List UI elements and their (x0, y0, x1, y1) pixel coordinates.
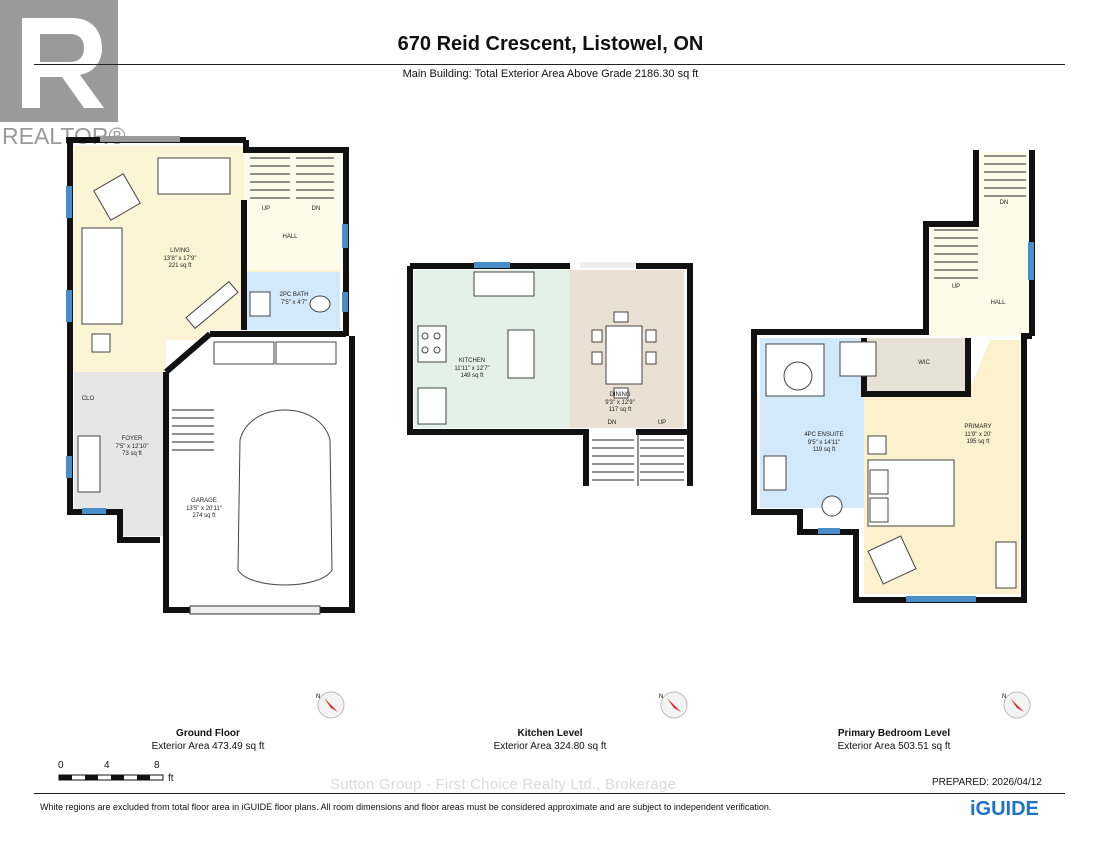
ground-floor-plan (66, 136, 355, 615)
level-name-ground: Ground Floor (176, 728, 240, 739)
stair-label-dn: DN (311, 206, 321, 212)
room-label-wic: WIC (918, 360, 930, 366)
room-label-foyer: FOYER 7'5" x 12'10" 73 sq ft (115, 436, 149, 457)
ground-stairs-up (250, 157, 290, 199)
svg-text:N: N (659, 694, 663, 700)
scale-tick-0: 0 (58, 760, 64, 771)
level-name-primary: Primary Bedroom Level (837, 728, 951, 739)
room-label-2pc-bath: 2PC BATH 7'5" x 4'7" (279, 292, 309, 306)
kitchen-fixtures (417, 271, 657, 425)
realtor-logo: REALTOR® (0, 0, 126, 149)
ground-furniture (77, 157, 337, 586)
room-label-dining: DINING 9'3" x 12'9" 117 sq ft (605, 392, 635, 413)
primary-furniture (763, 341, 1017, 589)
footer-disclaimer: White regions are excluded from total fl… (40, 802, 772, 812)
level-area-kitchen: Exterior Area 324.80 sq ft (493, 741, 607, 752)
level-area-primary: Exterior Area 503.51 sq ft (837, 741, 951, 752)
brokerage-watermark: Sutton Group - First Choice Realty Ltd.,… (330, 776, 676, 793)
kitchen-stairs (592, 432, 684, 486)
ground-stairs-dn (296, 157, 334, 199)
closet-room (74, 372, 102, 430)
kitchen-window (474, 262, 510, 268)
room-label-kitchen: KITCHEN 11'11" x 12'7" 149 sq ft (454, 358, 490, 379)
prepared-date: PREPARED: 2026/04/12 (932, 777, 1042, 788)
page-subtitle: Main Building: Total Exterior Area Above… (402, 68, 699, 80)
room-label-primary: PRIMARY 11'9" x 20' 195 sq ft (964, 424, 992, 445)
scale-unit: ft (168, 773, 174, 784)
kitchen-stair-label-dn: DN (607, 420, 617, 426)
page-title: 670 Reid Crescent, Listowel, ON (397, 33, 704, 55)
header-rule (34, 64, 1065, 65)
scale-bar (58, 774, 164, 781)
room-label-living: LIVING 13'8" x 17'9" 221 sq ft (163, 248, 197, 269)
room-label-clo: CLO (81, 396, 95, 402)
scale-tick-8: 8 (154, 760, 160, 771)
room-label-ensuite: 4PC ENSUITE 9'5" x 14'11" 119 sq ft (804, 432, 844, 453)
svg-text:N: N (316, 694, 320, 700)
room-label-garage: GARAGE 13'5" x 20'11" 274 sq ft (186, 498, 222, 519)
room-label-hall: HALL (282, 234, 298, 240)
upper-stair-label-up: UP (951, 284, 961, 290)
wic-room (864, 338, 968, 394)
compass-icon: N (1002, 691, 1031, 719)
upper-stair-label-dn: DN (999, 200, 1009, 206)
primary-level-plan (751, 150, 1035, 603)
primary-windows (818, 242, 1034, 602)
ground-windows (66, 186, 348, 514)
kitchen-stair-label-up: UP (657, 420, 667, 426)
level-area-ground: Exterior Area 473.49 sq ft (151, 741, 265, 752)
iguide-logo: iGUIDE (970, 798, 1039, 821)
kitchen-level-plan (407, 262, 693, 486)
primary-stairs (934, 155, 1026, 279)
garage-stairs (172, 409, 214, 451)
compass-icon: N (316, 691, 345, 719)
room-label-upper-hall: HALL (990, 300, 1006, 306)
scale-tick-4: 4 (104, 760, 110, 771)
iguide-logo-text: iGUIDE (970, 798, 1039, 820)
level-name-kitchen: Kitchen Level (517, 728, 583, 739)
compass-icon: N (659, 691, 688, 719)
hall-floor (244, 150, 344, 270)
upper-hall-lower (930, 226, 1024, 336)
stair-label-up: UP (261, 206, 271, 212)
footer-rule (34, 793, 1065, 794)
svg-text:N: N (1002, 694, 1006, 700)
